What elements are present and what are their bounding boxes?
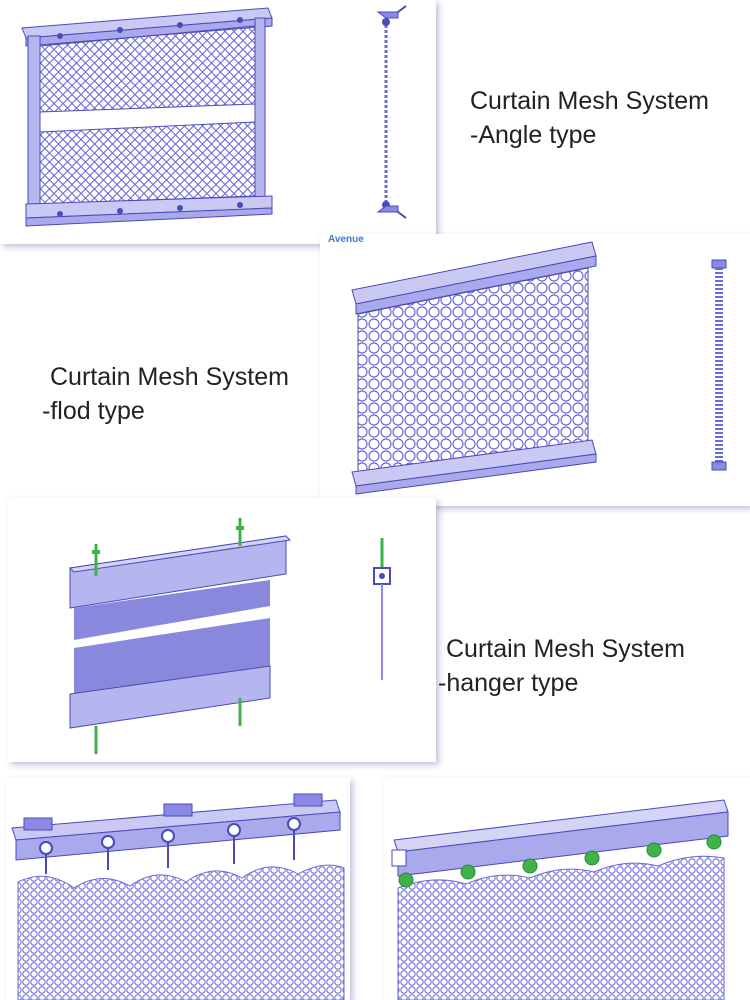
fold-type-illustration <box>351 241 727 495</box>
clip-curtain-illustration <box>391 799 729 1000</box>
section-subtitle: -Angle type <box>470 121 597 149</box>
fold-type-caption: Curtain Mesh System -flod type <box>42 360 289 428</box>
hanger-type-panel <box>8 498 436 762</box>
section-title: Curtain Mesh System <box>446 635 685 663</box>
hook-curtain-panel <box>6 778 350 1000</box>
hanger-type-illustration <box>68 518 391 754</box>
watermark: Avenue <box>328 234 364 245</box>
hook-curtain-illustration <box>11 793 345 1000</box>
clip-curtain-panel <box>384 778 750 1000</box>
angle-type-panel <box>0 0 436 244</box>
section-subtitle: -hanger type <box>438 669 579 697</box>
angle-type-illustration <box>21 5 407 227</box>
section-subtitle: -flod type <box>42 397 145 425</box>
hanger-type-caption: Curtain Mesh System -hanger type <box>438 632 685 700</box>
fold-type-panel: Avenue <box>320 234 750 506</box>
section-title: Curtain Mesh System <box>50 363 289 391</box>
section-title: Curtain Mesh System <box>470 87 709 115</box>
angle-type-caption: Curtain Mesh System -Angle type <box>470 84 709 152</box>
